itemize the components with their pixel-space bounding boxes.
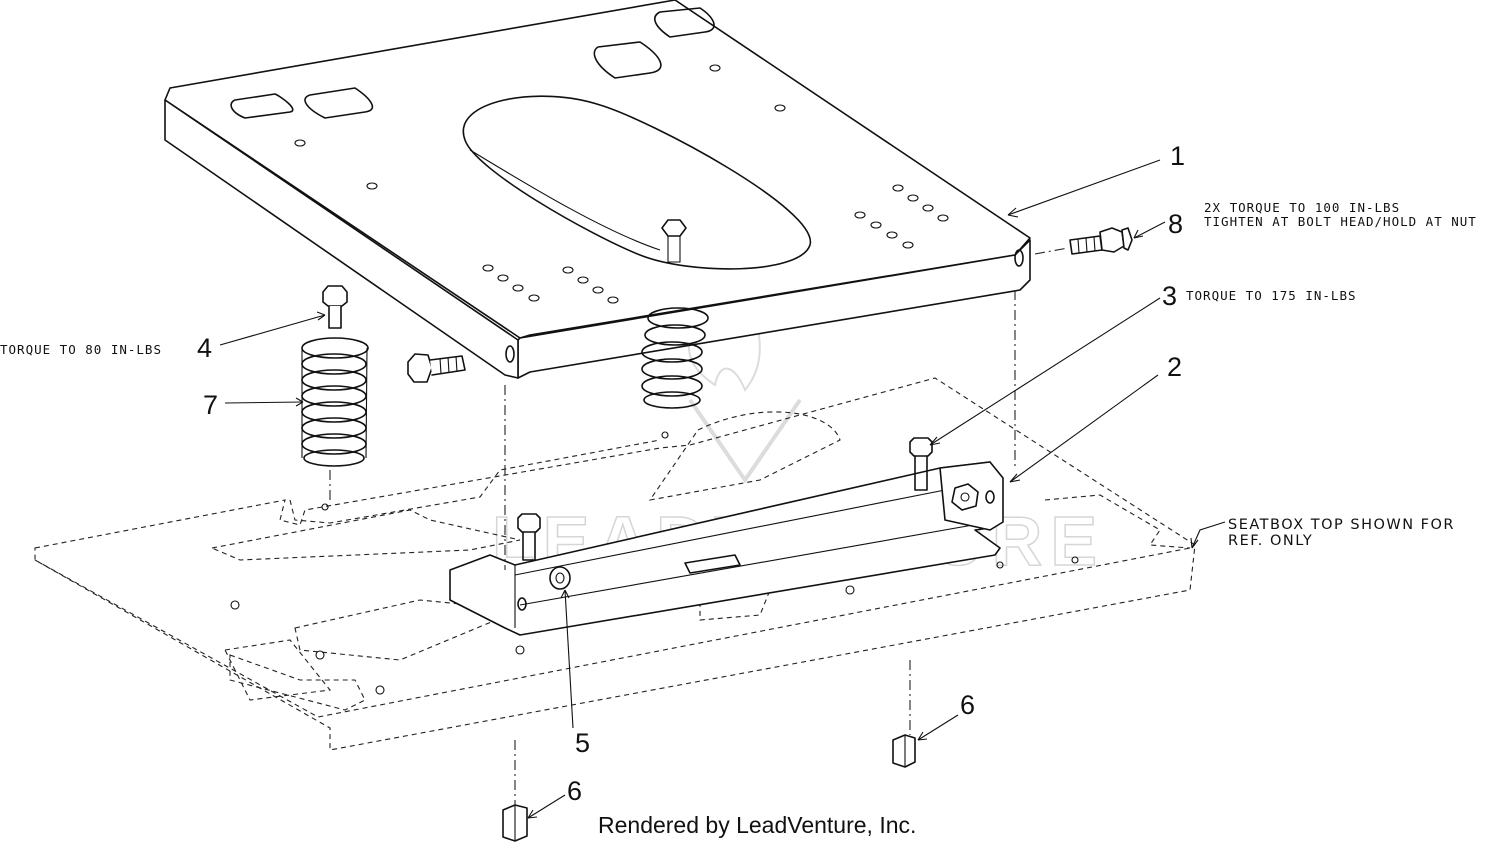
note-torque-80: TORQUE TO 80 IN-LBS [0, 342, 162, 357]
note-seatbox-line1: SEATBOX TOP SHOWN FOR [1228, 517, 1455, 533]
callout-4: 4 [197, 333, 212, 363]
callout-6-right: 6 [960, 690, 975, 720]
leader-lines [219, 159, 1226, 819]
nut-part-6-left [502, 804, 528, 842]
nut-part-6-right [892, 734, 916, 768]
callout-6-left: 6 [567, 776, 582, 806]
note-seatbox-line2: REF. ONLY [1228, 533, 1313, 549]
flange-bolt-part-8 [1069, 227, 1133, 255]
shoulder-bolt-part-4 [322, 285, 348, 329]
note-torque-100-line1: 2X TORQUE TO 100 IN-LBS [1204, 200, 1400, 215]
bracket-part-2 [449, 437, 1004, 636]
spring-part-7 [301, 337, 369, 467]
footer-credit: Rendered by LeadVenture, Inc. [598, 812, 916, 838]
callout-5: 5 [575, 728, 590, 758]
callout-8: 8 [1168, 209, 1183, 239]
callout-3: 3 [1162, 281, 1177, 311]
note-torque-100-line2: TIGHTEN AT BOLT HEAD/HOLD AT NUT [1204, 214, 1477, 229]
alignment-lines [329, 247, 1069, 805]
note-torque-175: TORQUE TO 175 IN-LBS [1186, 288, 1357, 303]
seatbox-top-reference [34, 377, 1196, 751]
seat-plate-part-1 [164, 0, 1031, 379]
spring-under-plate [641, 307, 709, 409]
callout-2: 2 [1167, 352, 1182, 382]
flange-bolt-left [407, 353, 466, 383]
callout-1: 1 [1170, 141, 1185, 171]
callout-7: 7 [203, 390, 218, 420]
